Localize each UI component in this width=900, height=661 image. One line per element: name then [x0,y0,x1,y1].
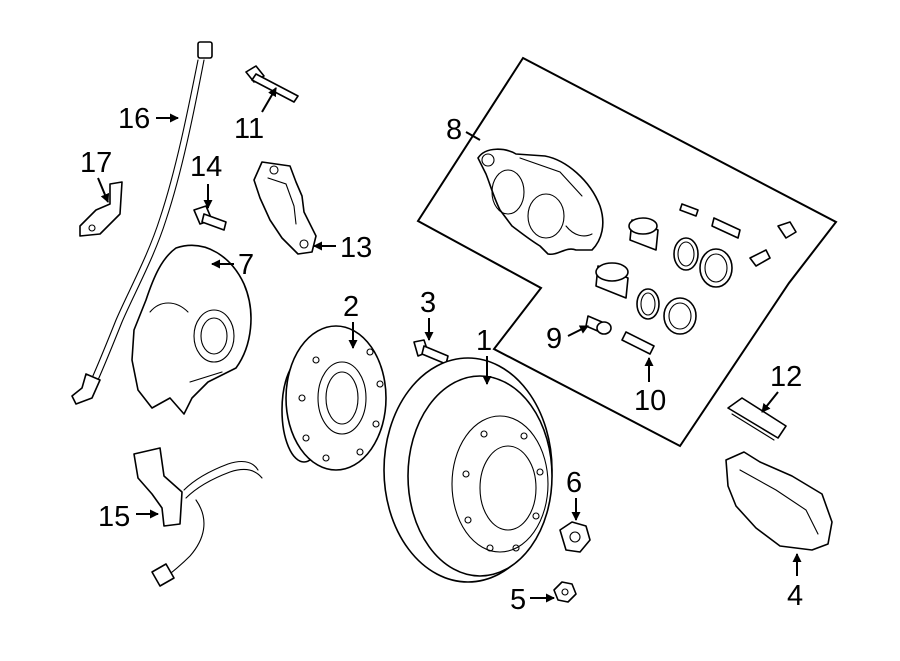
wheel-stud-part [413,339,449,365]
brake-rotor-part [383,357,553,583]
piston-part [595,217,659,299]
callout-12: 12 [770,361,802,393]
caliper-bracket-part [253,161,317,255]
pad-hardware-part [727,397,787,441]
callout-17: 17 [80,147,112,179]
callout-15: 15 [98,501,130,533]
callout-4: 4 [787,580,803,612]
bleeder-screw-part [585,315,612,335]
callout-8: 8 [446,114,462,146]
piston-seal-part [636,237,733,335]
sensor-bracket-part [79,181,123,237]
callout-6: 6 [566,467,582,499]
hub-nut-part [559,521,591,553]
lug-nut-part [553,581,577,603]
guide-pin-part [621,331,655,355]
callout-2: 2 [343,291,359,323]
callout-5: 5 [510,584,526,616]
callout-7: 7 [238,249,254,281]
caliper-hardware-part [679,203,797,267]
callout-9: 9 [546,323,562,355]
callout-10: 10 [634,385,666,417]
wheel-speed-sensor-part [71,41,213,405]
callout-16: 16 [118,103,150,135]
caliper-body-part [477,148,604,256]
callout-1: 1 [476,325,492,357]
callout-13: 13 [340,232,372,264]
callout-11: 11 [234,113,264,145]
callout-3: 3 [420,287,436,319]
brake-pad-part [725,451,833,551]
dust-shield-part [131,244,252,415]
brake-hose-part [133,447,263,587]
bolt-part [193,205,227,231]
wheel-hub-part [281,325,387,471]
callout-14: 14 [190,151,222,183]
